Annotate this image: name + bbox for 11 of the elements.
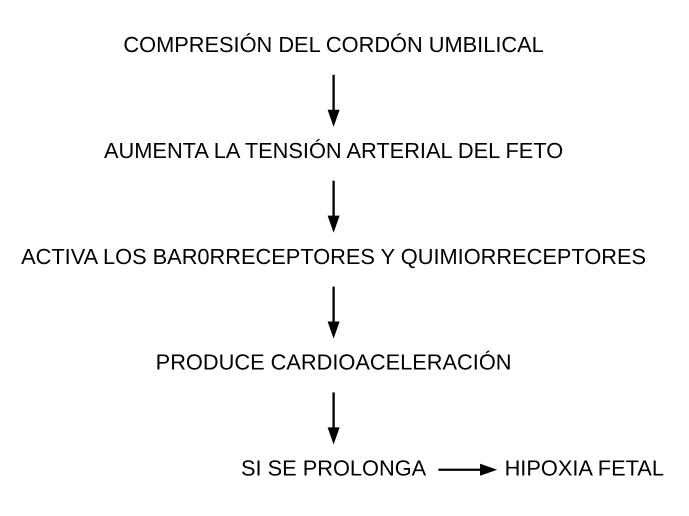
arrow: [328, 286, 340, 339]
arrow: [328, 392, 340, 445]
node-text: PRODUCE CARDIOACELERACIÓN: [156, 350, 512, 375]
node-text: ACTIVA LOS BAR0RRECEPTORES Y QUIMIORRECEPTORES: [21, 244, 646, 269]
node-text: HIPOXIA FETAL: [504, 456, 664, 481]
node-text: SI SE PROLONGA: [241, 456, 426, 481]
arrow: [328, 180, 340, 233]
node-text: COMPRESIÓN DEL CORDÓN UMBILICAL: [123, 32, 544, 58]
node-text: AUMENTA LA TENSIÓN ARTERIAL DEL FETO: [104, 138, 564, 163]
arrow: [438, 464, 498, 476]
arrow: [328, 74, 340, 127]
